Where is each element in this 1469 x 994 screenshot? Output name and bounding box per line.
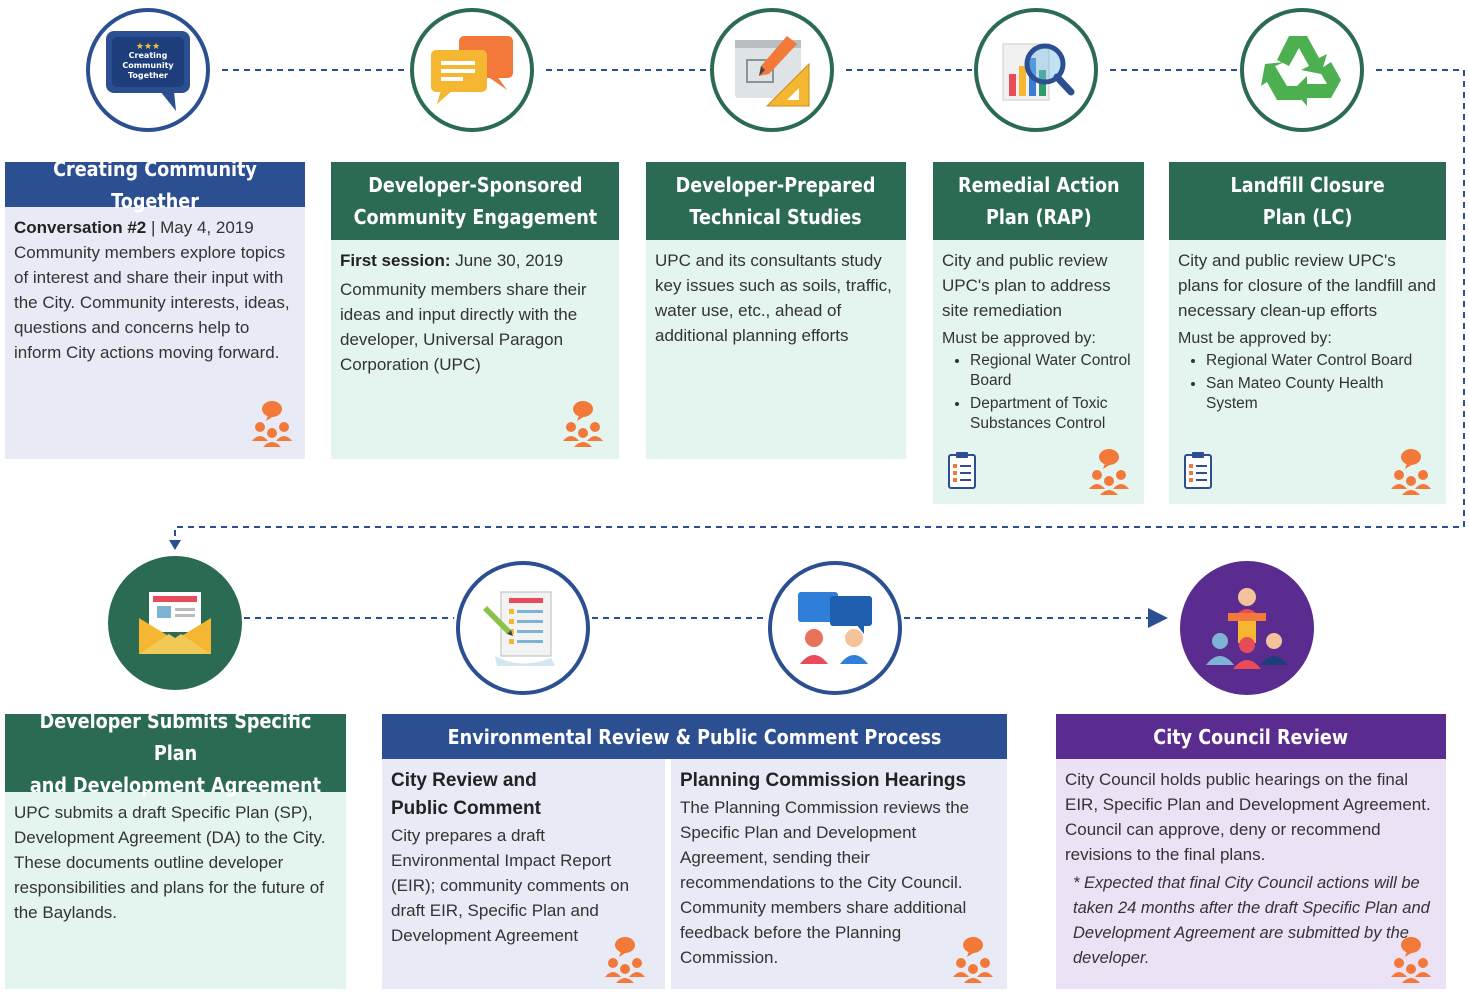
card-developer-submits: Developer Submits Specific Plan and Deve…	[5, 709, 346, 989]
magnifier-chart-icon	[1002, 43, 1075, 101]
step-circle-9	[1180, 561, 1314, 695]
down-arrowhead	[169, 540, 181, 550]
card-title: Environmental Review & Public Comment Pr…	[447, 724, 942, 749]
chat-bubbles-icon	[431, 36, 513, 104]
card-title-line2: Plan (LC)	[1262, 205, 1353, 229]
step-circle-5	[1240, 8, 1364, 132]
approver-item: Regional Water Control Board	[1206, 351, 1437, 371]
council-note: * Expected that final City Council actio…	[1073, 874, 1430, 967]
step-circle-2	[410, 8, 534, 132]
card-description: Community members share their ideas and …	[340, 280, 587, 374]
city-review-title-line2: Public Comment	[391, 798, 541, 819]
card-environmental-review: Environmental Review & Public Comment Pr…	[382, 714, 1007, 989]
card-title-line2: Plan (RAP)	[985, 205, 1092, 229]
community-people-icon	[1391, 449, 1431, 495]
approvers-list: Regional Water Control Board Department …	[942, 351, 1135, 434]
document-checklist-icon	[483, 591, 555, 666]
first-session-label: First session:	[340, 251, 451, 270]
approved-by-label: Must be approved by:	[1178, 330, 1332, 347]
card-description: City and public review UPC's plans for c…	[1178, 251, 1436, 320]
card-description: Community members explore topics of inte…	[14, 243, 290, 362]
svg-text:★★★: ★★★	[136, 42, 160, 52]
community-people-icon	[563, 401, 603, 447]
approved-by-label: Must be approved by:	[942, 330, 1096, 347]
card-title-line2: Technical Studies	[689, 205, 863, 229]
approver-item: Department of Toxic Substances Control	[970, 394, 1135, 434]
card-title: City Council Review	[1153, 724, 1349, 749]
card-developer-engagement: Developer-Sponsored Community Engagement…	[331, 162, 619, 459]
recycle-icon	[1261, 36, 1341, 106]
card-description: City and public review UPC's plan to add…	[942, 251, 1111, 320]
lead-separator: |	[146, 218, 161, 237]
card-creating-community: Creating Community Together Conversation…	[5, 157, 305, 459]
card-title-line1: Developer Submits Specific Plan	[39, 709, 312, 765]
conversation-date: May 4, 2019	[160, 218, 254, 237]
discussion-icon	[798, 592, 872, 664]
step-circle-3	[710, 8, 834, 132]
first-session-date: June 30, 2019	[450, 251, 564, 270]
card-title-line2: Community Engagement	[353, 205, 597, 229]
community-people-icon	[1391, 937, 1431, 983]
city-review-title-line1: City Review and	[391, 770, 537, 791]
podium-audience-icon	[1206, 588, 1288, 669]
card-title-line1: Landfill Closure	[1230, 173, 1385, 197]
clipboard-icon	[1184, 452, 1212, 489]
community-people-icon	[1089, 449, 1129, 495]
community-people-icon	[953, 937, 993, 983]
approvers-list: Regional Water Control Board San Mateo C…	[1178, 351, 1437, 414]
card-title-line1: Developer-Sponsored	[367, 173, 583, 197]
blueprint-ruler-icon	[735, 36, 810, 107]
logo-text: Creating Community Together	[122, 51, 174, 80]
clipboard-icon	[948, 452, 976, 489]
card-city-council-review: City Council Review City Council holds p…	[1056, 714, 1446, 989]
card-title-line1: Developer-Prepared	[676, 173, 876, 197]
planning-commission-panel: Planning Commission Hearings The Plannin…	[671, 759, 1007, 989]
community-people-icon	[605, 937, 645, 983]
card-title-line2: and Development Agreement	[29, 773, 322, 797]
card-description: UPC submits a draft Specific Plan (SP), …	[14, 803, 326, 922]
community-people-icon	[252, 401, 292, 447]
approver-item: San Mateo County Health System	[1206, 374, 1437, 414]
card-landfill-closure-plan: Landfill Closure Plan (LC) City and publ…	[1169, 162, 1446, 504]
conversation-label: Conversation #2	[14, 218, 147, 237]
card-description: City Council holds public hearings on th…	[1065, 770, 1431, 864]
card-title-line1: Remedial Action	[957, 173, 1120, 197]
card-description: UPC and its consultants study key issues…	[655, 251, 892, 345]
planning-commission-title: Planning Commission Hearings	[680, 770, 967, 791]
step-circle-4	[974, 8, 1098, 132]
step-circle-7	[456, 561, 590, 695]
step-circle-8	[768, 561, 902, 695]
card-title: Creating Community Together	[53, 156, 257, 213]
step-circle-1: ★★★ Creating Community Together	[86, 8, 210, 132]
city-review-panel: City Review and Public Comment City prep…	[382, 759, 665, 989]
speech-bubble-logo-icon: ★★★ Creating Community Together	[106, 31, 190, 111]
envelope-icon	[139, 592, 211, 654]
city-review-text: City prepares a draft Environmental Impa…	[391, 826, 630, 945]
step-circle-6	[108, 556, 242, 690]
approver-item: Regional Water Control Board	[970, 351, 1135, 391]
planning-commission-text: The Planning Commission reviews the Spec…	[680, 798, 970, 967]
card-technical-studies: Developer-Prepared Technical Studies UPC…	[646, 162, 906, 459]
